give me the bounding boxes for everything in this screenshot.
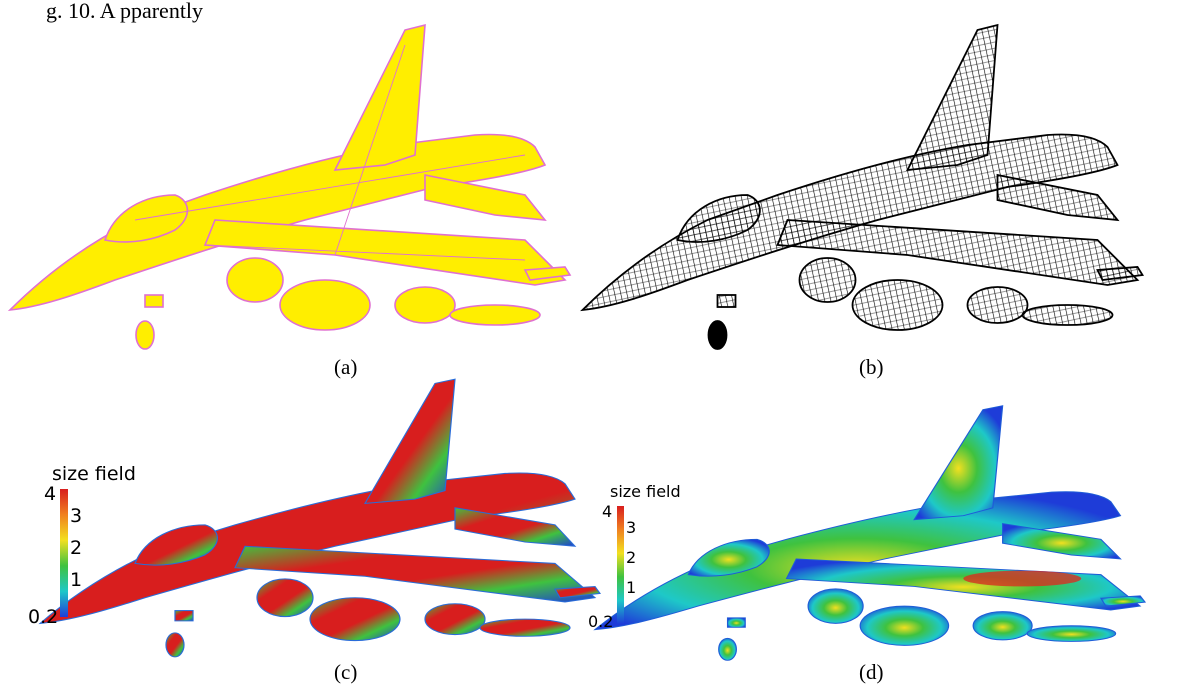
- panel-b-wireframe: [565, 5, 1160, 355]
- legend-c-tick-3: 3: [70, 505, 83, 527]
- panel-b-label: (b): [859, 355, 884, 379]
- legend-c-tick-1: 1: [70, 569, 83, 591]
- legend-d-tick-1: 1: [626, 578, 637, 597]
- jet-wireframe-illustration: [581, 24, 1144, 350]
- legend-d-colorbar: [617, 506, 624, 624]
- legend-c-title: size field: [52, 463, 136, 485]
- legend-c: size field 4 3 2 1 0.2: [28, 463, 200, 628]
- legend-d-tick-3: 3: [626, 518, 637, 537]
- legend-d: size field 4 3 2 1 0.2: [588, 482, 738, 632]
- panel-a-label: (a): [334, 355, 358, 379]
- legend-c-colorbar: [60, 489, 68, 617]
- jet-size-field-d: [594, 405, 1146, 661]
- legend-c-max: 4: [44, 483, 57, 505]
- panel-d-size-field: [590, 390, 1150, 665]
- legend-d-tick-2: 2: [626, 548, 637, 567]
- legend-d-max: 4: [602, 502, 613, 521]
- panel-c-label: (c): [334, 660, 358, 684]
- legend-d-min: 0.2: [588, 612, 614, 631]
- panel-a-cad-model: [5, 5, 575, 355]
- jet-cad-illustration: [9, 24, 571, 350]
- legend-d-title: size field: [610, 482, 681, 501]
- legend-c-min: 0.2: [28, 606, 59, 628]
- legend-c-tick-2: 2: [70, 537, 83, 559]
- panel-d-label: (d): [859, 660, 884, 684]
- top-caption-fragment: g. 10. A pparently: [46, 0, 204, 23]
